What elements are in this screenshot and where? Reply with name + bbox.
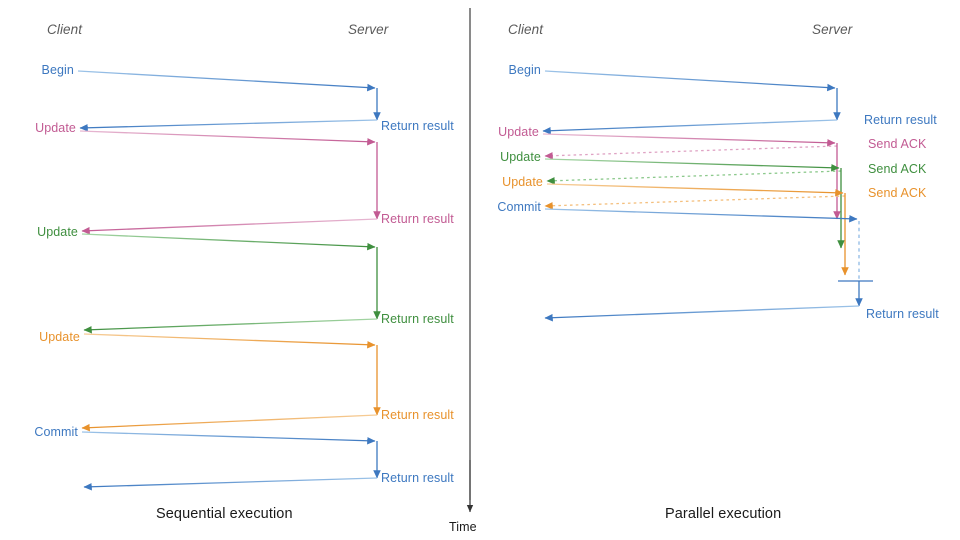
sequential-server-label-return-3: Return result bbox=[381, 312, 454, 326]
p-msg-commit-return bbox=[544, 305, 860, 322]
sequential-client-label-commit: Commit bbox=[34, 425, 78, 439]
sequential-client-label-begin: Begin bbox=[41, 63, 74, 77]
msg-update3-return bbox=[81, 414, 378, 432]
parallel-client-label-update-1: Update bbox=[498, 125, 539, 139]
parallel-panel-caption: Parallel execution bbox=[665, 506, 782, 522]
msg-update1-request bbox=[79, 130, 376, 146]
p-msg-update2-request bbox=[544, 158, 840, 172]
sequential-client-label-update-2: Update bbox=[37, 225, 78, 239]
parallel-server-label-ack-2: Send ACK bbox=[868, 162, 927, 176]
parallel-client-label-commit: Commit bbox=[497, 200, 541, 214]
sequential-server-label-return-5: Return result bbox=[381, 471, 454, 485]
parallel-server-actor: Server bbox=[812, 22, 853, 37]
msg-update2-request bbox=[81, 233, 376, 251]
sequential-client-label-update-1: Update bbox=[35, 121, 76, 135]
p-msg-update3-ack bbox=[544, 195, 846, 210]
sequential-panel-arrows bbox=[77, 70, 381, 491]
p-msg-begin-return bbox=[542, 119, 838, 135]
parallel-server-label-return-2: Return result bbox=[866, 307, 939, 321]
p-msg-update2-ack bbox=[546, 170, 842, 185]
p-msg-begin-request bbox=[544, 70, 836, 92]
parallel-server-label-ack-3: Send ACK bbox=[868, 186, 927, 200]
sequential-server-actor: Server bbox=[348, 22, 389, 37]
parallel-client-actor: Client bbox=[508, 22, 544, 37]
msg-begin-return bbox=[79, 119, 378, 132]
msg-commit-request bbox=[81, 431, 376, 445]
sequential-client-actor: Client bbox=[47, 22, 83, 37]
msg-update2-return bbox=[83, 318, 378, 334]
parallel-panel-arrows bbox=[542, 70, 873, 322]
parallel-server-label-return-1: Return result bbox=[864, 113, 937, 127]
p-msg-update3-request bbox=[546, 183, 844, 197]
sequential-server-label-return-1: Return result bbox=[381, 119, 454, 133]
p-msg-commit-request bbox=[544, 208, 858, 223]
p-msg-update1-ack bbox=[544, 145, 838, 160]
parallel-client-label-begin: Begin bbox=[508, 63, 541, 77]
sequential-server-label-return-2: Return result bbox=[381, 212, 454, 226]
parallel-server-label-ack-1: Send ACK bbox=[868, 137, 927, 151]
p-msg-update1-request bbox=[542, 133, 836, 147]
sequential-panel-caption: Sequential execution bbox=[156, 506, 293, 522]
time-axis-label: Time bbox=[449, 520, 477, 534]
sequential-client-label-update-3: Update bbox=[39, 330, 80, 344]
msg-update1-return bbox=[81, 218, 378, 235]
msg-update3-request bbox=[83, 333, 376, 349]
parallel-client-label-update-3: Update bbox=[502, 175, 543, 189]
msg-begin-request bbox=[77, 70, 376, 92]
msg-commit-return bbox=[83, 477, 378, 491]
parallel-client-label-update-2: Update bbox=[500, 150, 541, 164]
sequential-server-label-return-4: Return result bbox=[381, 408, 454, 422]
